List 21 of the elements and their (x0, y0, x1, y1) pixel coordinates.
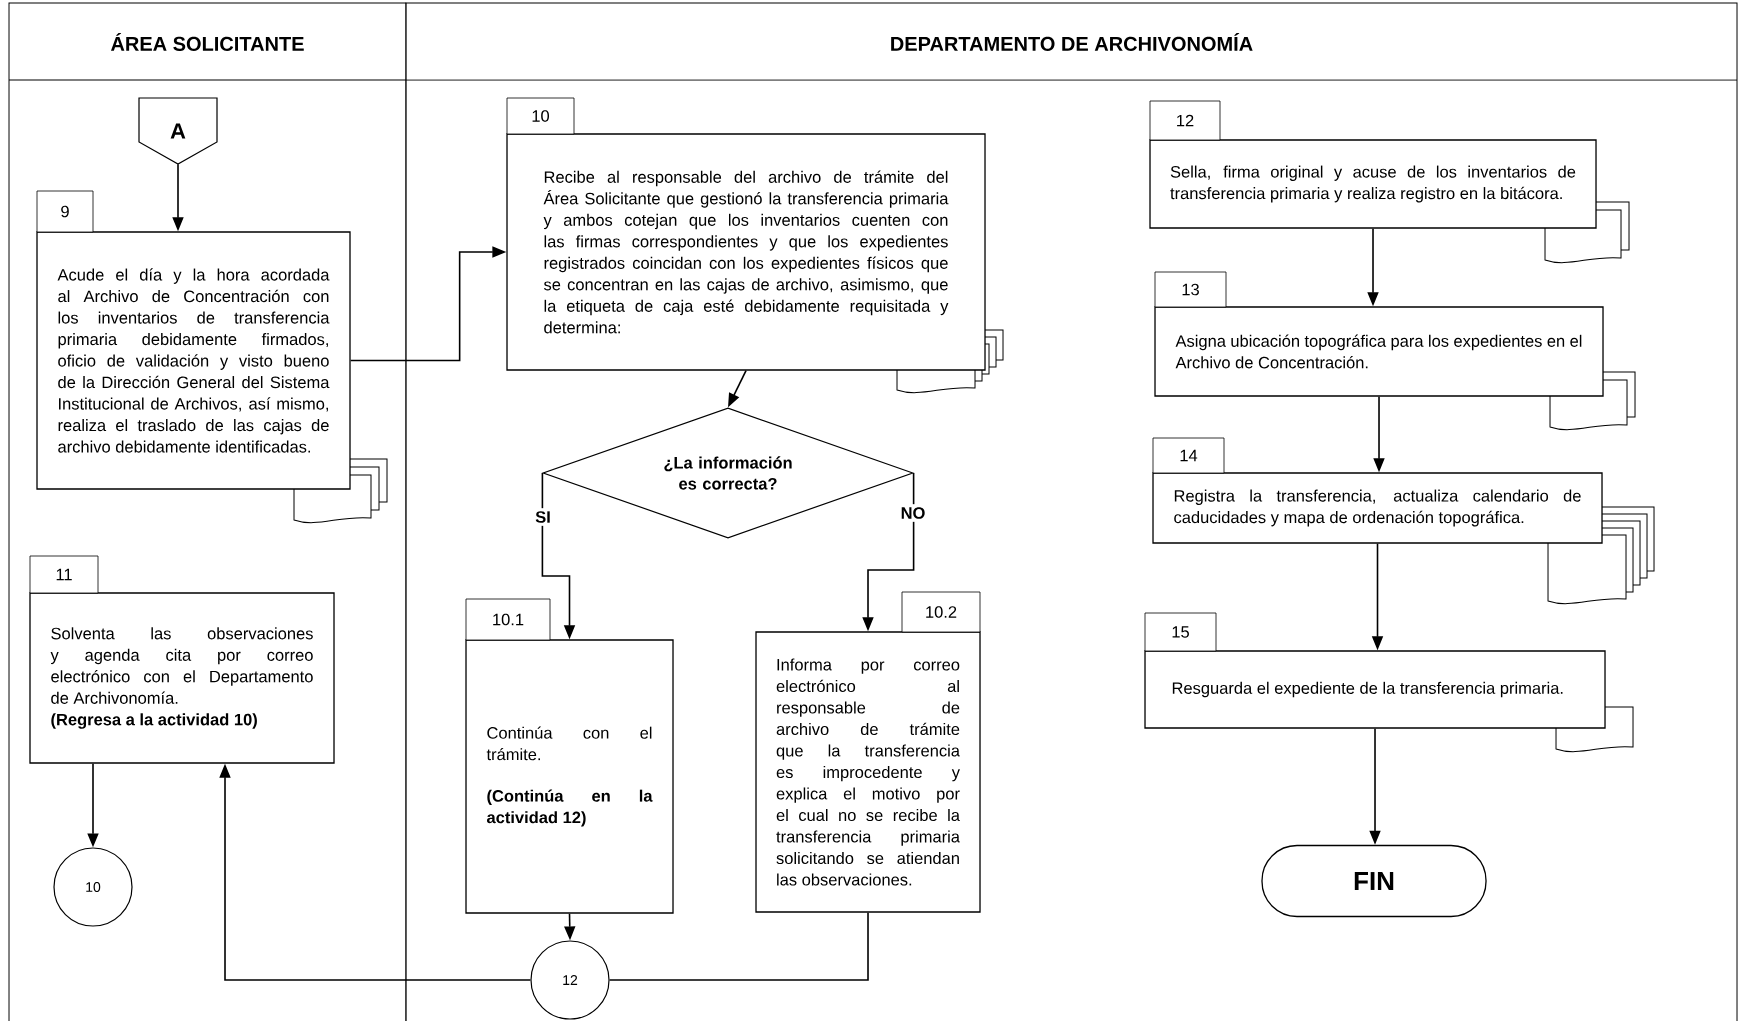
activity-box: Acude el día y la hora acordada al Archivo de Concentración con los inventarios de transferencia primaria debidamente firmados, oficio de validación y visto bueno de la Dirección General del Sistema Institucional de Archivos, así mismo, realiza el traslado de las cajas de archivo debidamente identificadas. (36, 231, 351, 490)
step-number-tab: 14 (1152, 437, 1225, 474)
swimlane (8, 2, 407, 1021)
offpage-connector: A (138, 97, 218, 165)
step-number-tab: 10.1 (465, 598, 551, 641)
edge-label: NO (897, 504, 929, 522)
step-number-tab: 10 (506, 97, 575, 135)
step-number-tab: 10.2 (901, 591, 981, 633)
step-number-tab: 11 (29, 555, 99, 594)
activity-box: Informa por correo electrónico al responsable de archivo de trámite que la transferencia es improcedente y explica el motivo por el cual no se recibe la transferencia primaria solicitando se atiendan las observaciones. (755, 631, 981, 913)
lane-header: DEPARTAMENTO DE ARCHIVONOMÍA (891, 33, 1253, 51)
activity-box: Recibe al responsable del archivo de trámite del Área Solicitante que gestionó la transferencia primaria y ambos cotejan que los inventarios cuenten con las firmas correspondientes y que los expedientes registrados coincidan con los expedientes físicos que se concentran en las cajas de archivo, asimismo, que la etiqueta de caja esté debidamente requisitada y determina: (506, 133, 986, 371)
swimlane (405, 2, 1738, 1021)
step-number-tab: 12 (1149, 100, 1221, 141)
edge-label: SI (532, 508, 554, 526)
step-number-tab: 13 (1154, 271, 1227, 308)
lane-header: ÁREA SOLICITANTE (110, 33, 304, 51)
activity-box: Continúa con el trámite. (Continúa en la actividad 12) (465, 639, 674, 914)
activity-box: Solventa las observaciones y agenda cita por correo electrónico con el Departamento de Archivonomía. (Regresa a la actividad 10) (29, 592, 335, 764)
step-number-tab: 15 (1144, 612, 1217, 652)
step-number-tab: 9 (36, 190, 94, 233)
